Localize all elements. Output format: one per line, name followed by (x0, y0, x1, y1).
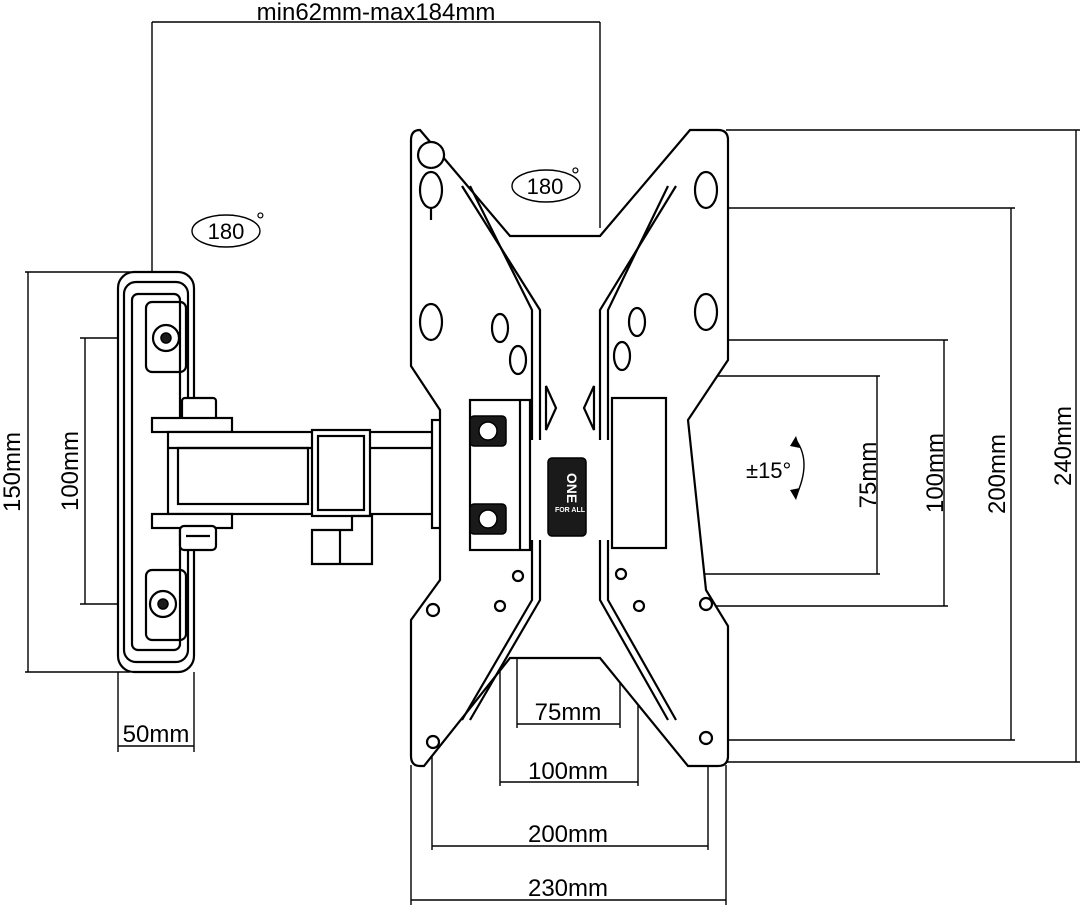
swivel-plate-label: 180 (527, 174, 564, 199)
tilt-bolt-bottom (469, 503, 507, 535)
logo-line1: ONE (564, 473, 580, 503)
swivel-arm-badge: 180 ° (191, 208, 265, 248)
vesa-plate (409, 128, 730, 768)
wall-screw-top (151, 323, 181, 353)
plate-width-label: 230mm (528, 875, 608, 902)
wall-height-label: 150mm (0, 432, 26, 512)
extension-label: min62mm-max184mm (257, 0, 496, 26)
wall-width-label: 50mm (123, 721, 190, 748)
swing-arm (150, 396, 448, 566)
swivel-plate-degree: ° (571, 163, 580, 188)
logo-line2: FOR ALL (555, 507, 586, 514)
tilt-bolt-top (469, 415, 507, 447)
plate-height-label: 240mm (1050, 406, 1077, 486)
swivel-arm-label: 180 (208, 219, 245, 244)
vesa-h100-label: 100mm (528, 758, 608, 785)
vesa-h75-label: 75mm (535, 699, 602, 726)
wall-holes-label: 100mm (57, 431, 84, 511)
vesa-v200-label: 200mm (984, 434, 1011, 514)
vesa-v100-label: 100mm (922, 433, 949, 513)
wall-screw-bottom (148, 589, 178, 619)
swivel-plate-badge: 180 ° (511, 163, 581, 203)
vesa-v75-label: 75mm (855, 442, 882, 509)
one-for-all-logo: ONE FOR ALL (547, 457, 587, 537)
vesa-holes (425, 567, 714, 750)
tilt-badge: ±15° (746, 436, 805, 500)
vesa-keyholes (416, 140, 719, 376)
swivel-arm-degree: ° (256, 208, 265, 233)
vesa-h200-label: 200mm (528, 821, 608, 848)
tilt-label: ±15° (746, 458, 791, 483)
